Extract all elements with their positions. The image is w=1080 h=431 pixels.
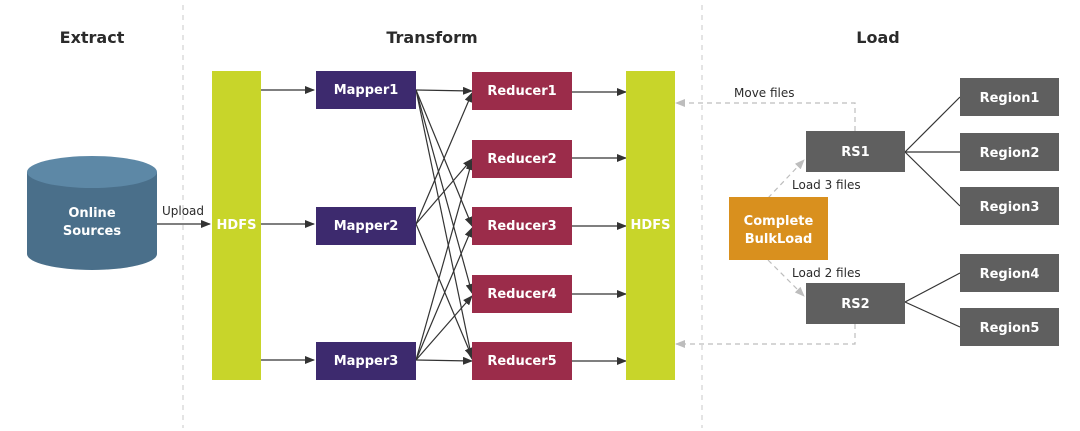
- mapper1-box: [316, 71, 416, 109]
- reducer4-box: [472, 275, 572, 313]
- load-3-files-label: Load 3 files: [792, 178, 861, 192]
- mapper1-label: Mapper1: [334, 83, 399, 98]
- bulkload-label-line2: BulkLoad: [745, 232, 813, 247]
- reducer1-label: Reducer1: [487, 84, 556, 99]
- edge-m3-r3: [415, 227, 473, 361]
- edges: [157, 86, 961, 365]
- edge-m2-r5: [415, 223, 473, 358]
- mapper3-box: [316, 342, 416, 380]
- mapper2-label: Mapper2: [334, 219, 399, 234]
- hdfs-left-label: HDFS: [217, 218, 257, 233]
- region1-label: Region1: [980, 91, 1040, 106]
- bulkload-label-line1: Complete: [744, 214, 814, 229]
- reducer5-label: Reducer5: [487, 354, 556, 369]
- edge-rs1-move-files: [675, 99, 856, 131]
- region2-box: [960, 133, 1059, 171]
- hdfs-right-box: [626, 71, 675, 380]
- edge-rs2-region4: [904, 272, 961, 303]
- region4-box: [960, 254, 1059, 292]
- online-sources-label-line2: Sources: [63, 224, 121, 239]
- rs2-box: [806, 283, 905, 324]
- reducer2-label: Reducer2: [487, 152, 556, 167]
- region5-label: Region5: [980, 321, 1040, 336]
- edge-m2-r2: [415, 158, 473, 225]
- hdfs-right-label: HDFS: [631, 218, 671, 233]
- edge-m3-r2: [415, 160, 474, 361]
- edge-m3-r5: [415, 356, 473, 365]
- region4-label: Region4: [980, 267, 1040, 282]
- section-title-transform: Transform: [386, 28, 477, 47]
- mapper3-label: Mapper3: [334, 354, 399, 369]
- region3-label: Region3: [980, 200, 1040, 215]
- hdfs-left-box: [212, 71, 261, 380]
- region5-box: [960, 308, 1059, 346]
- section-title-load: Load: [856, 28, 899, 47]
- mapper2-box: [316, 207, 416, 245]
- online-sources-label-line1: Online: [68, 206, 115, 221]
- region1-box: [960, 78, 1059, 116]
- section-title-extract: Extract: [60, 28, 125, 47]
- edge-rs1-region1: [904, 96, 961, 153]
- move-files-label: Move files: [734, 86, 795, 100]
- reducer5-box: [472, 342, 572, 380]
- edge-rs2-region5: [904, 301, 961, 328]
- bulkload-box: [729, 197, 828, 260]
- region3-box: [960, 187, 1059, 225]
- upload-label: Upload: [162, 204, 204, 218]
- edge-m1-r1: [415, 86, 473, 95]
- reducer3-label: Reducer3: [487, 219, 556, 234]
- region2-label: Region2: [980, 146, 1040, 161]
- load-2-files-label: Load 2 files: [792, 266, 861, 280]
- edge-m3-r4: [415, 295, 473, 361]
- rs1-box: [806, 131, 905, 172]
- rs1-label: RS1: [841, 145, 869, 160]
- reducer1-box: [472, 72, 572, 110]
- edge-rs1-region3: [904, 151, 961, 207]
- rs2-label: RS2: [841, 297, 869, 312]
- dashed-edges: [675, 99, 856, 348]
- reducer4-label: Reducer4: [487, 287, 556, 302]
- edge-m1-r5: [415, 89, 475, 360]
- reducer2-box: [472, 140, 572, 178]
- online-sources-cylinder: Online Sources: [27, 156, 157, 270]
- edge-m2-r1: [415, 92, 473, 225]
- edge-rs2-move-files: [675, 324, 856, 348]
- reducer3-box: [472, 207, 572, 245]
